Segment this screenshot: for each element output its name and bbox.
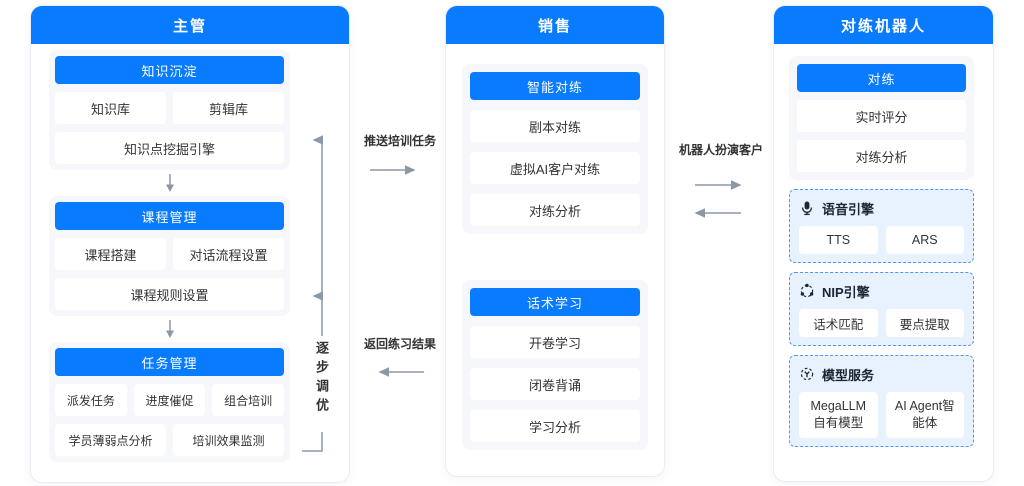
node-script-training: 剧本对练 [470,110,640,142]
script-learning-row-2: 闭卷背诵 [470,368,640,400]
section-script-learning: 话术学习 开卷学习 闭卷背诵 学习分析 [462,280,648,450]
node-ars: ARS [885,226,964,254]
section-knowledge: 知识沉淀 知识库 剪辑库 知识点挖掘引擎 [49,50,290,170]
task-row-1: 派发任务 进度催促 组合培训 [55,384,285,416]
task-row-2: 学员薄弱点分析 培训效果监测 [55,424,284,456]
node-realtime-scoring: 实时评分 [797,100,966,132]
network-nodes-icon [800,283,814,298]
node-training-analysis-robot: 对练分析 [797,140,966,172]
node-ai-agent: AI Agent智 能体 [885,392,964,438]
node-student-weakness-analysis: 学员薄弱点分析 [55,424,166,456]
robot-column-card: 对练机器人 对练 实时评分 对练分析 [773,5,994,482]
section-header-smart-training: 智能对练 [470,72,640,100]
robot-body: 对练 实时评分 对练分析 语音引擎 [774,44,993,447]
node-combined-training: 组合培训 [212,384,285,416]
text-line: 自有模型 [813,416,864,430]
smart-training-row-1: 剧本对练 [470,110,640,142]
model-target-icon [800,367,814,381]
smart-training-row-3: 对练分析 [470,194,640,226]
section-smart-training: 智能对练 剧本对练 虚拟AI客户对练 对练分析 [462,64,648,234]
node-training-effect-monitor: 培训效果监测 [173,424,284,456]
node-clip-library: 剪辑库 [173,92,284,124]
sales-column-card: 销售 智能对练 剧本对练 虚拟AI客户对练 对练分析 话术学习 开卷学习 [445,5,665,477]
text-line: MegaLLM [810,398,867,413]
node-training-analysis: 对练分析 [470,194,640,226]
node-knowledge-base: 知识库 [55,92,166,124]
engine-nip-head: NIP引擎 [799,281,964,301]
section-task: 任务管理 派发任务 进度催促 组合培训 学员薄弱点分析 培训效果监测 [49,342,290,462]
sales-body: 智能对练 剧本对练 虚拟AI客户对练 对练分析 话术学习 开卷学习 闭卷背诵 [446,44,664,450]
engine-speech-label: 语音引擎 [822,201,875,217]
node-dialog-flow-settings: 对话流程设置 [173,238,284,270]
arrow-down-icon [49,316,290,342]
engine-speech-items: TTS ARS [799,226,964,254]
node-virtual-ai-customer-training: 虚拟AI客户对练 [470,152,640,184]
script-learning-row-3: 学习分析 [470,410,640,442]
supervisor-body: 知识沉淀 知识库 剪辑库 知识点挖掘引擎 课程管理 课程搭建 对话流程设置 [31,44,349,462]
node-closed-book-recitation: 闭卷背诵 [470,368,640,400]
microphone-icon [801,201,813,216]
node-megallm-model: MegaLLM 自有模型 [799,392,878,438]
node-course-rules-settings: 课程规则设置 [55,278,284,310]
arrow-down-icon [49,170,290,196]
engine-nip-items: 话术匹配 要点提取 [799,309,964,337]
column-title-sales: 销售 [446,6,664,44]
node-course-build: 课程搭建 [55,238,166,270]
course-row-2: 课程规则设置 [55,278,284,310]
engine-speech: 语音引擎 TTS ARS [789,189,974,263]
knowledge-row-1: 知识库 剪辑库 [55,92,284,124]
section-header-script-learning: 话术学习 [470,288,640,316]
column-title-supervisor: 主管 [31,6,349,44]
node-knowledge-mining-engine: 知识点挖掘引擎 [55,132,284,164]
training-row-2: 对练分析 [797,140,966,172]
engine-model: 模型服务 MegaLLM 自有模型 AI Agent智 能体 [789,355,974,447]
section-header-task: 任务管理 [55,348,284,376]
node-script-matching: 话术匹配 [799,309,878,337]
supervisor-column-card: 主管 知识沉淀 知识库 剪辑库 知识点挖掘引擎 课程管理 课程搭建 对话流 [30,5,350,483]
engine-nip: NIP引擎 话术匹配 要点提取 [789,272,974,346]
label-return-practice-results: 返回练习结果 [363,337,436,351]
node-tts: TTS [799,226,878,254]
engine-model-label: 模型服务 [822,367,875,383]
engine-speech-head: 语音引擎 [799,198,964,218]
knowledge-row-2: 知识点挖掘引擎 [55,132,284,164]
label-robot-plays-customer: 机器人扮演客户 [678,143,763,157]
node-open-book-learning: 开卷学习 [470,326,640,358]
node-dispatch-tasks: 派发任务 [55,384,127,416]
text-line: 能体 [912,416,938,430]
section-header-course: 课程管理 [55,202,284,230]
node-progress-urge: 进度催促 [133,384,206,416]
node-learning-analysis: 学习分析 [470,410,640,442]
label-gradual-tuning: 逐步调优 [314,341,329,417]
smart-training-row-2: 虚拟AI客户对练 [470,152,640,184]
section-header-training: 对练 [797,64,966,92]
section-header-knowledge: 知识沉淀 [55,56,284,84]
engine-model-head: 模型服务 [799,364,964,384]
course-row-1: 课程搭建 对话流程设置 [55,238,284,270]
section-training: 对练 实时评分 对练分析 [789,56,974,180]
column-title-robot: 对练机器人 [774,6,993,44]
node-keypoint-extraction: 要点提取 [885,309,964,337]
script-learning-row-1: 开卷学习 [470,326,640,358]
label-push-training-tasks: 推送培训任务 [363,134,436,148]
text-line: AI Agent智 [894,398,955,413]
training-row-1: 实时评分 [797,100,966,132]
engine-model-items: MegaLLM 自有模型 AI Agent智 能体 [799,392,964,438]
engine-nip-label: NIP引擎 [822,284,870,300]
section-course: 课程管理 课程搭建 对话流程设置 课程规则设置 [49,196,290,316]
